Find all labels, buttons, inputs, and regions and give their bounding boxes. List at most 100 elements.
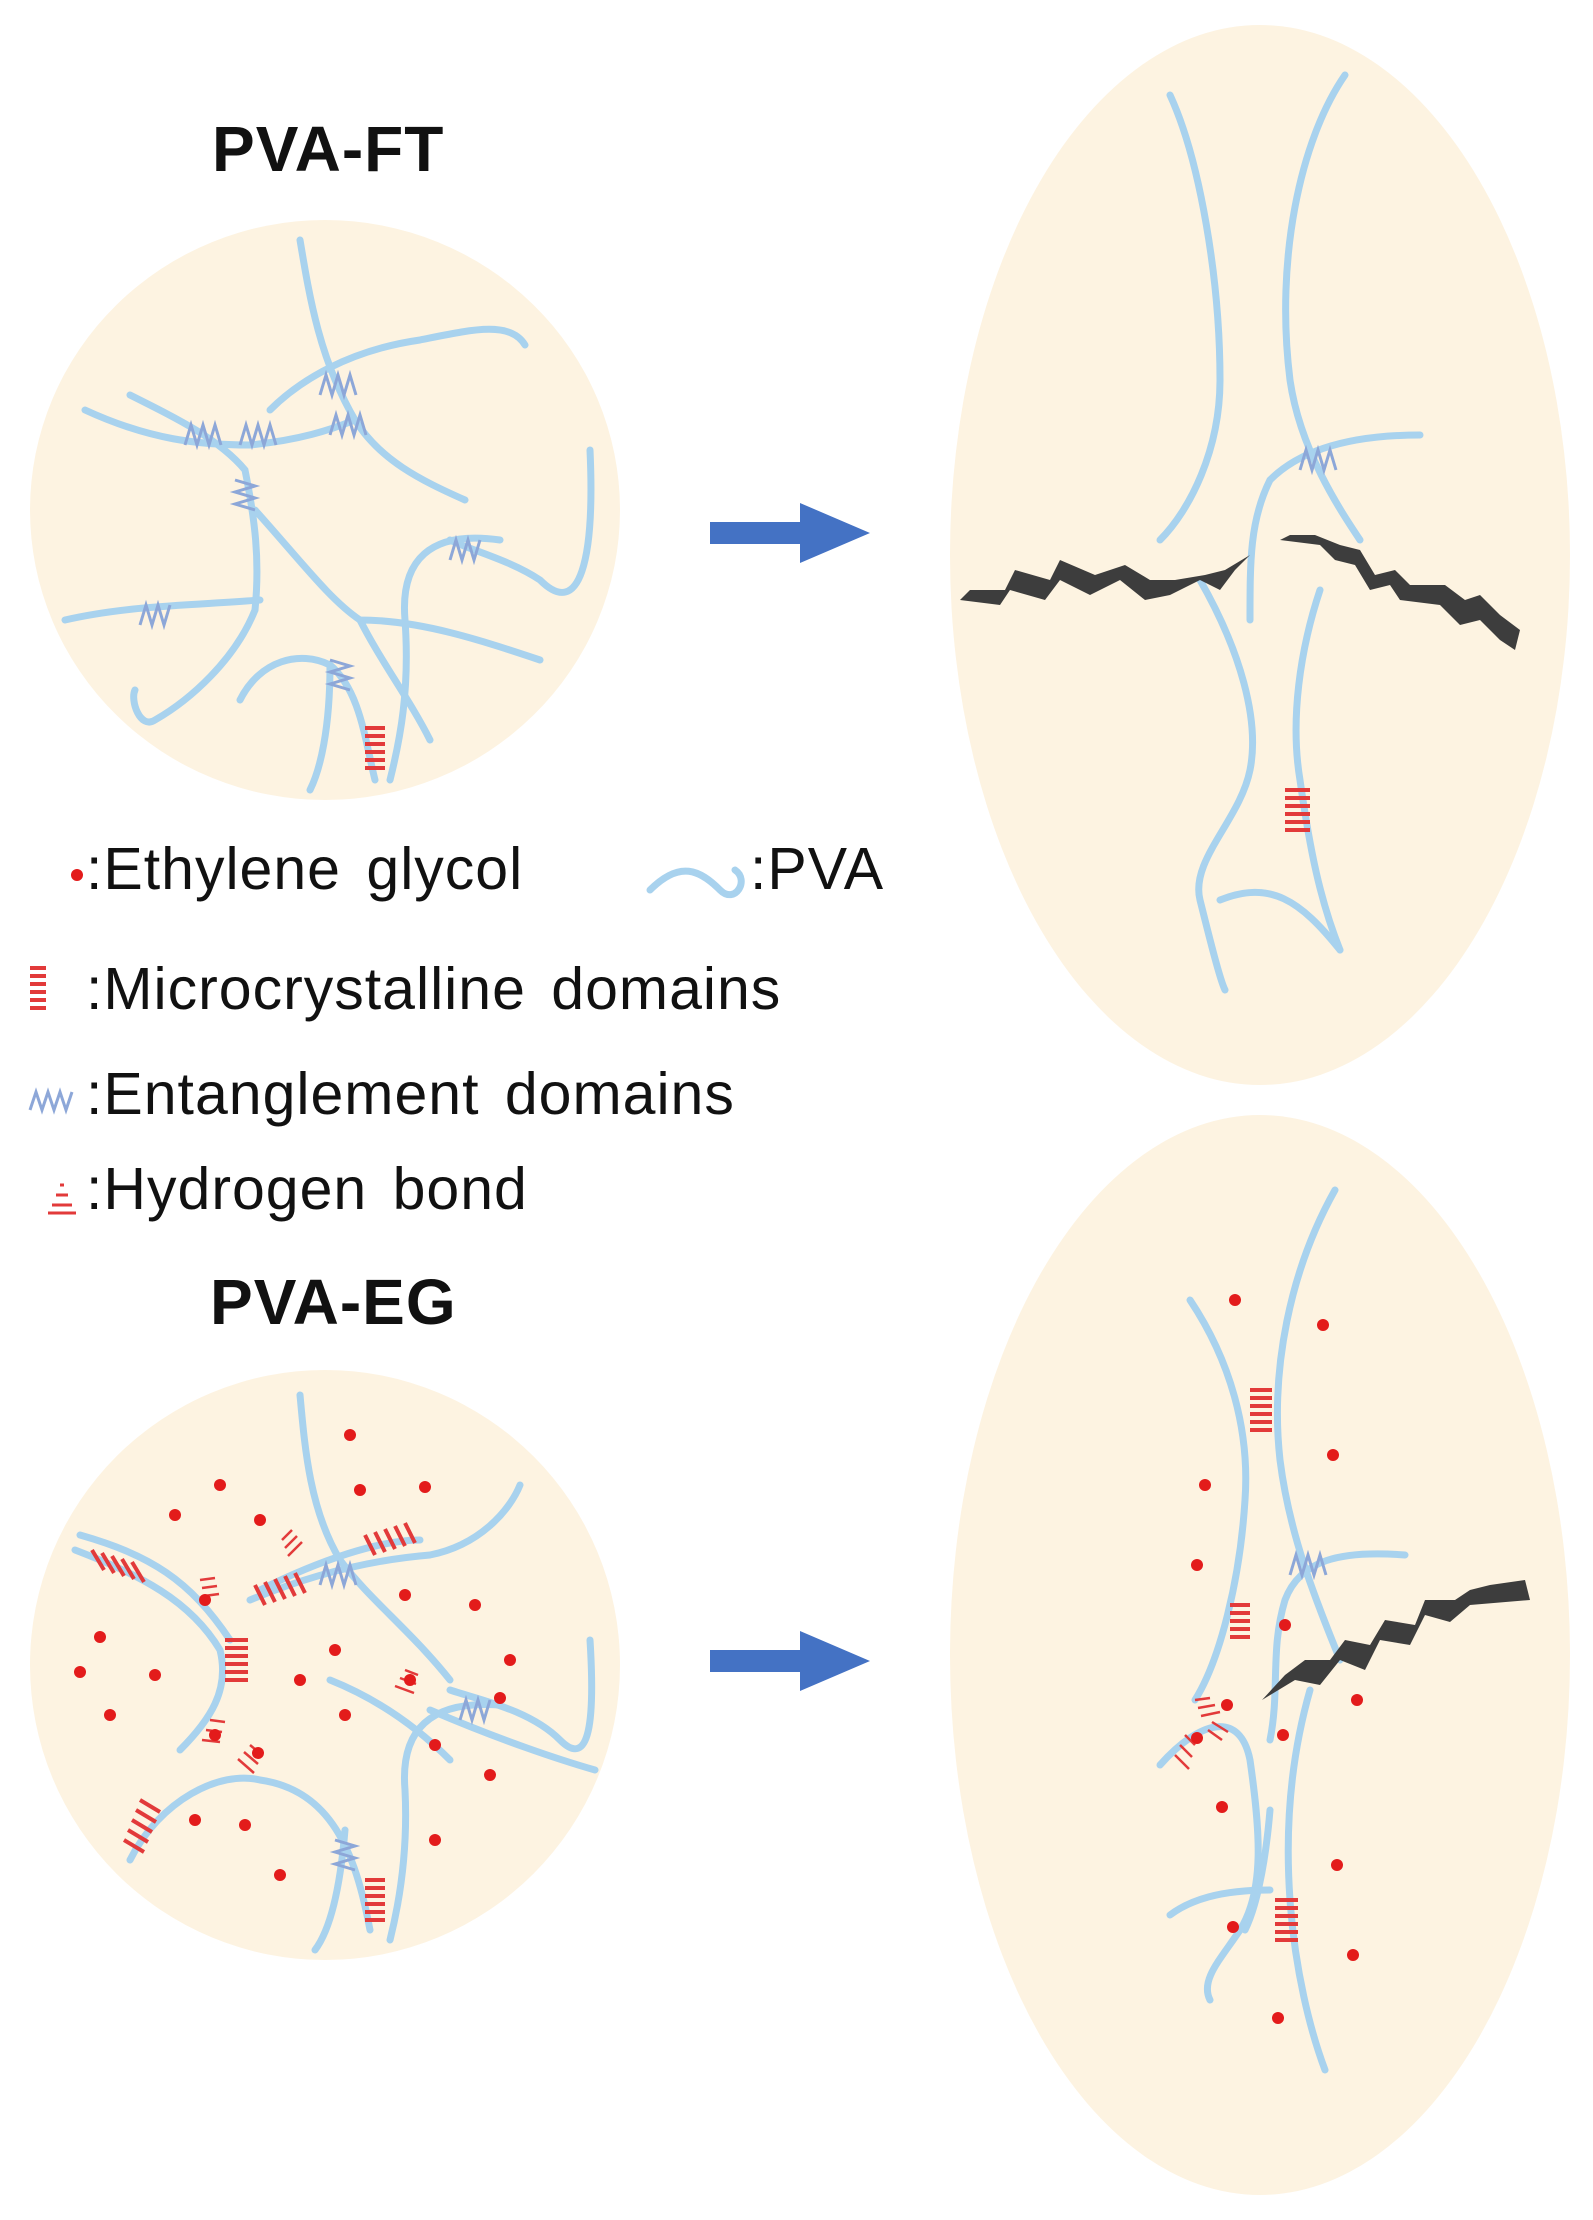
pva-chain bbox=[246, 1481, 524, 1604]
crack-icon bbox=[960, 535, 1520, 650]
ethylene-glycol-molecule bbox=[199, 1594, 211, 1606]
pva-eg-stretched-ethylene-glycol bbox=[1191, 1294, 1363, 2024]
ethylene-glycol-molecule bbox=[1347, 1949, 1359, 1961]
ethylene-glycol-molecule bbox=[252, 1747, 264, 1759]
pva-eg-stretched-ellipse bbox=[950, 1115, 1570, 2195]
legend-entanglement-label: :Entanglement domains bbox=[86, 1061, 735, 1127]
entanglement-domain bbox=[318, 369, 358, 401]
pva-eg-stretched-entanglement bbox=[1288, 1549, 1328, 1581]
pva-chain bbox=[386, 534, 504, 784]
ethylene-glycol-molecule bbox=[429, 1834, 441, 1846]
ethylene-glycol-molecule bbox=[399, 1589, 411, 1601]
ethylene-glycol-molecule bbox=[419, 1481, 431, 1493]
pva-chain bbox=[1246, 431, 1424, 624]
pva-chain bbox=[1241, 1806, 1274, 1934]
pva-chain bbox=[1186, 1296, 1250, 1704]
ethylene-glycol-molecule bbox=[254, 1514, 266, 1526]
pva-eg-sample bbox=[30, 1370, 620, 1960]
hydrogen-bond-icon bbox=[48, 1183, 76, 1215]
ethylene-glycol-molecule bbox=[239, 1819, 251, 1831]
ethylene-glycol-molecule bbox=[429, 1739, 441, 1751]
pva-chain bbox=[1156, 1723, 1262, 2004]
ethylene-glycol-molecule bbox=[1216, 1801, 1228, 1813]
pva-ft-stretched-entanglement bbox=[1298, 444, 1338, 476]
pva-chain-icon bbox=[646, 866, 745, 899]
pva-chain bbox=[1273, 1186, 1344, 1664]
ethylene-glycol-molecule bbox=[504, 1654, 516, 1666]
ethylene-glycol-molecule bbox=[1227, 1921, 1239, 1933]
ethylene-glycol-molecule bbox=[209, 1729, 221, 1741]
right-arrow-icon bbox=[710, 1631, 870, 1691]
entanglement-domain bbox=[238, 419, 278, 451]
pva-chain bbox=[446, 1636, 596, 1753]
legend-pva-label: :PVA bbox=[750, 836, 885, 902]
pva-ft-stretched-microcrystalline bbox=[1285, 788, 1310, 832]
ethylene-glycol-molecule bbox=[1272, 2012, 1284, 2024]
entanglement-domain bbox=[1298, 444, 1338, 476]
microcrystalline-icon bbox=[30, 966, 46, 1010]
legend-hydrogen-bond-label: :Hydrogen bond bbox=[86, 1156, 528, 1222]
pva-eg-microcrystalline bbox=[90, 1522, 417, 1922]
pva-eg-sample-circle bbox=[30, 1370, 620, 1960]
ethylene-glycol-icon bbox=[71, 869, 83, 881]
ethylene-glycol-molecule bbox=[1199, 1479, 1211, 1491]
pva-chain bbox=[126, 1774, 374, 1934]
pva-chain bbox=[81, 406, 359, 449]
entanglement-domain bbox=[448, 534, 482, 566]
pva-eg-stretched-microcrystalline bbox=[1230, 1388, 1298, 1942]
entanglement-icon bbox=[28, 1087, 74, 1115]
ethylene-glycol-molecule bbox=[344, 1429, 356, 1441]
ethylene-glycol-molecule bbox=[494, 1692, 506, 1704]
pva-chain bbox=[130, 606, 259, 726]
pva-chain bbox=[356, 616, 434, 744]
ethylene-glycol-molecule bbox=[469, 1599, 481, 1611]
pva-chain bbox=[1156, 91, 1224, 544]
pva-eg-hydrogen-bonds bbox=[199, 1529, 419, 1774]
pva-chain bbox=[76, 1531, 234, 1644]
pva-chain bbox=[1216, 888, 1344, 954]
entanglement-domain bbox=[329, 1838, 361, 1872]
ethylene-glycol-molecule bbox=[149, 1669, 161, 1681]
pva-ft-title: PVA-FT bbox=[212, 113, 445, 185]
ethylene-glycol-molecule bbox=[94, 1631, 106, 1643]
entanglement-domain bbox=[183, 419, 223, 451]
legend-microcrystalline-label: :Microcrystalline domains bbox=[86, 956, 782, 1022]
ethylene-glycol-molecule bbox=[354, 1484, 366, 1496]
ethylene-glycol-molecule bbox=[329, 1644, 341, 1656]
pva-chain bbox=[126, 391, 261, 614]
pva-chain bbox=[256, 1536, 424, 1594]
pva-chain bbox=[266, 325, 529, 414]
pva-ft-sample-circle bbox=[30, 220, 620, 800]
ethylene-glycol-molecule bbox=[484, 1769, 496, 1781]
ethylene-glycol-molecule bbox=[104, 1709, 116, 1721]
ethylene-glycol-molecule bbox=[1229, 1294, 1241, 1306]
pva-chain bbox=[1166, 1886, 1274, 1919]
ethylene-glycol-molecule bbox=[1277, 1729, 1289, 1741]
pva-chain bbox=[1195, 576, 1256, 994]
pva-ft-sample bbox=[30, 220, 620, 800]
entanglement-domain bbox=[324, 658, 356, 692]
pva-chain bbox=[1282, 71, 1364, 544]
entanglement-domain bbox=[458, 1694, 492, 1726]
ethylene-glycol-molecule bbox=[1191, 1559, 1203, 1571]
crack-icon bbox=[1262, 1580, 1530, 1700]
ethylene-glycol-molecule bbox=[1221, 1699, 1233, 1711]
legend-icons bbox=[28, 866, 745, 1215]
legend-ethylene-glycol-label: :Ethylene glycol bbox=[86, 836, 524, 902]
ethylene-glycol-molecule bbox=[169, 1509, 181, 1521]
pva-chain bbox=[71, 1546, 227, 1754]
ethylene-glycol-molecule bbox=[1331, 1859, 1343, 1871]
pva-eg-entanglements bbox=[318, 1559, 492, 1872]
ethylene-glycol-molecule bbox=[404, 1674, 416, 1686]
pva-eg-title: PVA-EG bbox=[210, 1266, 457, 1338]
pva-ft-entanglements bbox=[138, 369, 482, 692]
ethylene-glycol-molecule bbox=[339, 1709, 351, 1721]
ethylene-glycol-molecule bbox=[1327, 1449, 1339, 1461]
pva-chain bbox=[446, 446, 595, 596]
pva-eg-chains bbox=[71, 1391, 599, 1954]
ethylene-glycol-molecule bbox=[274, 1869, 286, 1881]
pva-ft-stretched-sample bbox=[950, 25, 1570, 1085]
right-arrow-icon bbox=[710, 503, 870, 563]
